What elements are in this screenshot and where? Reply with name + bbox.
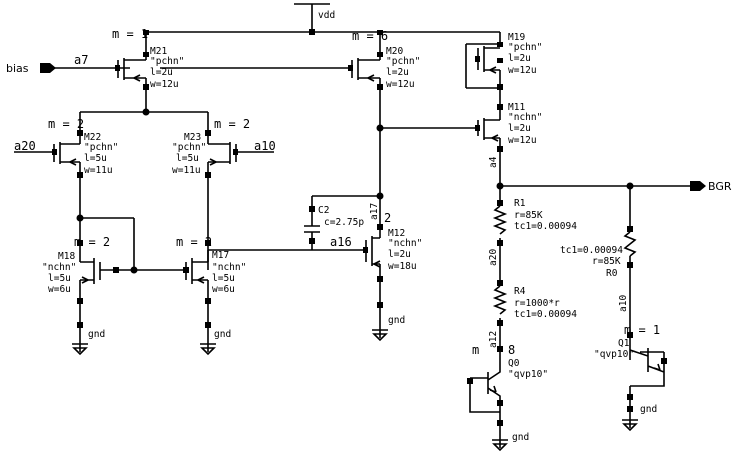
device-r-r0: r=85K [592,256,621,267]
device-l-m12: l=2u [388,249,411,260]
net-label-a16: a16 [330,235,352,249]
device-name-q1: Q1 [618,338,630,349]
net-label-gnd: gnd [88,329,105,340]
device-w-m23: w=11u [172,165,201,176]
wires [14,3,690,452]
device-model-m22: "pchn" [84,142,118,153]
device-name-m21: M21 [150,46,167,57]
device-value-c2: c=2.75p [324,217,364,228]
device-w-m21: w=12u [150,79,179,90]
multiplier-label: m [472,343,479,357]
device-r-r4: r=1000*r [514,298,560,309]
pin-markers [52,29,667,426]
device-name-r0: R0 [606,268,618,279]
device-l-m19: l=2u [508,53,531,64]
port-label-bias: bias [6,62,29,75]
device-name-r1: R1 [514,198,526,209]
multiplier-label: m = 6 [352,29,388,43]
device-name-m23: M23 [184,132,201,143]
multiplier-label: 2 [384,211,391,225]
net-label-a4: a4 [488,156,499,168]
multiplier-label: 8 [508,343,515,357]
labels: vdd bias BGR a7 a20 a10 a4 a17 a16 a20 a… [6,10,732,443]
net-label-gnd: gnd [640,404,657,415]
net-label-gnd: gnd [214,329,231,340]
net-label-a20-left: a20 [14,139,36,153]
device-r-r1: r=85K [514,210,543,221]
device-model-m18: "nchn" [42,262,76,273]
port-label-bgr: BGR [708,180,732,193]
device-w-m12: w=18u [388,261,417,272]
device-model-m20: "pchn" [386,56,420,67]
multiplier-label: m = 2 [176,235,212,249]
device-model-m21: "pchn" [150,56,184,67]
device-name-q0: Q0 [508,358,520,369]
device-model-m19: "pchn" [508,42,542,53]
device-w-m20: w=12u [386,79,415,90]
device-name-m20: M20 [386,46,403,57]
bgr-port-icon [690,181,706,191]
device-model-m17: "nchn" [212,262,246,273]
net-label-a12: a12 [488,331,499,348]
multiplier-label: m = 1 [624,323,660,337]
device-model-m11: "nchn" [508,112,542,123]
device-name-m12: M12 [388,228,405,239]
device-name-m18: M18 [58,251,75,262]
device-l-m21: l=2u [150,67,173,78]
device-model-q0: "qvp10" [508,369,548,380]
device-w-m11: w=12u [508,135,537,146]
device-name-c2: C2 [318,205,329,216]
device-arrows [69,66,661,393]
device-model-q1: "qvp10" [594,349,634,360]
device-w-m19: w=12u [508,65,537,76]
device-name-r4: R4 [514,286,526,297]
device-l-m20: l=2u [386,67,409,78]
multiplier-label: m = 1 [112,27,148,41]
junction-dots [76,108,634,274]
device-name-m11: M11 [508,102,525,113]
net-label-a10-right: a10 [618,295,629,312]
port-arrows [40,63,706,191]
device-tc-r1: tc1=0.00094 [514,221,577,232]
multiplier-label: m = 2 [214,117,250,131]
device-l-m23: l=5u [176,153,199,164]
multiplier-label: m = 2 [74,235,110,249]
bias-port-icon [40,63,56,73]
device-model-m23: "pchn" [172,142,206,153]
device-w-m18: w=6u [48,284,71,295]
device-name-m19: M19 [508,32,525,43]
device-w-m22: w=11u [84,165,113,176]
device-l-m22: l=5u [84,153,107,164]
net-label-a10-top: a10 [254,139,276,153]
device-name-m22: M22 [84,132,101,143]
net-label-a7: a7 [74,53,88,67]
device-w-m17: w=6u [212,284,235,295]
device-tc-r4: tc1=0.00094 [514,309,577,320]
device-l-m18: l=5u [48,273,71,284]
net-label-vdd: vdd [318,10,335,21]
device-l-m17: l=5u [212,273,235,284]
device-tc-r0: tc1=0.00094 [560,245,623,256]
device-name-m17: M17 [212,250,229,261]
net-label-gnd: gnd [388,315,405,326]
multiplier-label: m = 2 [48,117,84,131]
net-label-a20-mid: a20 [488,249,499,266]
device-l-m11: l=2u [508,123,531,134]
net-label-a17: a17 [369,203,380,220]
net-label-gnd: gnd [512,432,529,443]
device-model-m12: "nchn" [388,238,422,249]
